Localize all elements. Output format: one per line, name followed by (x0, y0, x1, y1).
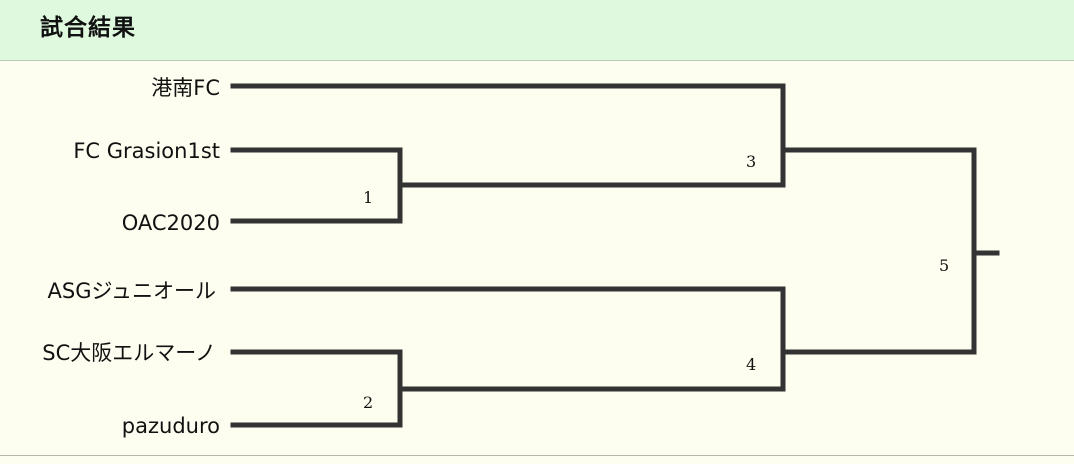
results-header: 試合結果 (0, 0, 1074, 61)
team-label: 港南FC (151, 76, 220, 100)
divider (0, 455, 1074, 456)
match-number: 3 (746, 152, 756, 171)
page-title: 試合結果 (40, 15, 136, 41)
team-label: FC Grasion1st (73, 139, 220, 163)
match-number: 2 (363, 393, 373, 412)
bracket-line (230, 286, 786, 392)
team-label: ASGジュニオール (48, 279, 217, 303)
bracket-line (230, 147, 403, 224)
match-number: 1 (363, 188, 373, 207)
team-label: OAC2020 (122, 211, 220, 235)
bracket-line (230, 83, 786, 188)
team-label: SC大阪エルマーノ (42, 341, 216, 365)
match-number: 4 (746, 355, 756, 374)
bracket-line (230, 349, 403, 428)
team-label: pazuduro (122, 414, 220, 438)
match-number: 5 (939, 256, 949, 275)
